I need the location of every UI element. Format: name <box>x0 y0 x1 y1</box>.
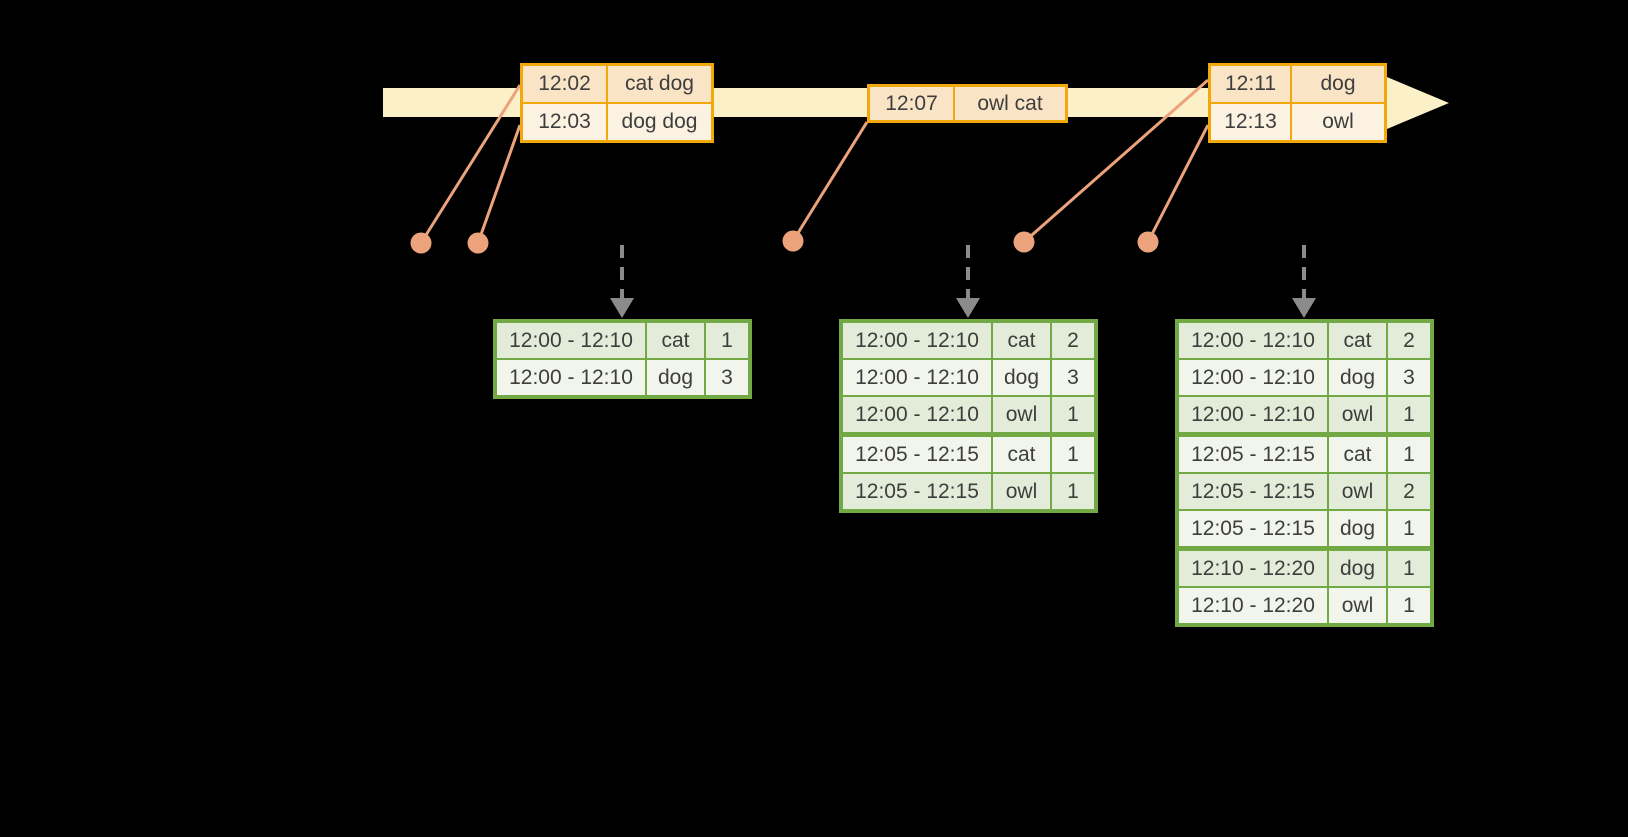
word-cell: dog <box>1329 511 1386 546</box>
count-cell: 1 <box>1388 437 1430 472</box>
window-cell: 12:00 - 12:10 <box>843 360 991 395</box>
window-cell: 12:00 - 12:10 <box>497 323 645 358</box>
word-cell: owl <box>1329 588 1386 623</box>
count-cell: 1 <box>1388 551 1430 586</box>
word-cell: owl <box>993 397 1050 432</box>
event-time-cell: 12:13 <box>1211 104 1290 140</box>
event-connector-line <box>476 124 522 244</box>
event-dot-icon <box>1137 231 1159 253</box>
window-cell: 12:05 - 12:15 <box>843 437 991 472</box>
event-time-cell: 12:11 <box>1211 66 1290 102</box>
event-words-cell: owl cat <box>955 87 1065 120</box>
event-time-cell: 12:07 <box>870 87 953 120</box>
event-connector-line <box>1023 78 1209 244</box>
event-time-cell: 12:03 <box>523 104 606 140</box>
window-cell: 12:10 - 12:20 <box>1179 588 1327 623</box>
window-cell: 12:00 - 12:10 <box>843 323 991 358</box>
trigger-arrowhead-icon <box>1292 298 1316 318</box>
count-cell: 2 <box>1052 323 1094 358</box>
trigger-arrowhead-icon <box>610 298 634 318</box>
word-cell: cat <box>993 437 1050 472</box>
word-cell: dog <box>993 360 1050 395</box>
count-cell: 1 <box>1388 511 1430 546</box>
window-cell: 12:05 - 12:15 <box>1179 474 1327 509</box>
timeline-arrowhead-icon <box>1387 77 1449 129</box>
event-dot-icon <box>467 232 489 254</box>
count-cell: 1 <box>706 323 748 358</box>
word-cell: dog <box>1329 551 1386 586</box>
event-connector-line <box>791 121 869 242</box>
window-cell: 12:00 - 12:10 <box>843 397 991 432</box>
word-cell: cat <box>647 323 704 358</box>
event-words-cell: owl <box>1292 104 1384 140</box>
count-cell: 1 <box>1388 397 1430 432</box>
word-cell: cat <box>1329 323 1386 358</box>
window-cell: 12:00 - 12:10 <box>497 360 645 395</box>
event-dot-icon <box>410 232 432 254</box>
event-words-cell: cat dog <box>608 66 711 102</box>
window-cell: 12:10 - 12:20 <box>1179 551 1327 586</box>
word-cell: dog <box>647 360 704 395</box>
count-cell: 3 <box>1052 360 1094 395</box>
event-connector-line <box>419 84 522 244</box>
event-time-cell: 12:02 <box>523 66 606 102</box>
count-cell: 3 <box>1388 360 1430 395</box>
count-cell: 1 <box>1052 474 1094 509</box>
word-cell: cat <box>993 323 1050 358</box>
count-cell: 2 <box>1388 474 1430 509</box>
window-cell: 12:00 - 12:10 <box>1179 397 1327 432</box>
count-cell: 1 <box>1052 397 1094 432</box>
event-dot-icon <box>782 230 804 252</box>
window-cell: 12:05 - 12:15 <box>1179 511 1327 546</box>
event-words-cell: dog dog <box>608 104 711 140</box>
event-words-cell: dog <box>1292 66 1384 102</box>
window-cell: 12:00 - 12:10 <box>1179 360 1327 395</box>
word-cell: owl <box>993 474 1050 509</box>
trigger-arrowhead-icon <box>956 298 980 318</box>
event-dot-icon <box>1013 231 1035 253</box>
word-cell: cat <box>1329 437 1386 472</box>
window-cell: 12:05 - 12:15 <box>1179 437 1327 472</box>
count-cell: 2 <box>1388 323 1430 358</box>
event-connector-line <box>1146 124 1210 243</box>
word-cell: owl <box>1329 474 1386 509</box>
window-cell: 12:05 - 12:15 <box>843 474 991 509</box>
window-cell: 12:00 - 12:10 <box>1179 323 1327 358</box>
count-cell: 3 <box>706 360 748 395</box>
word-cell: dog <box>1329 360 1386 395</box>
word-cell: owl <box>1329 397 1386 432</box>
count-cell: 1 <box>1388 588 1430 623</box>
count-cell: 1 <box>1052 437 1094 472</box>
